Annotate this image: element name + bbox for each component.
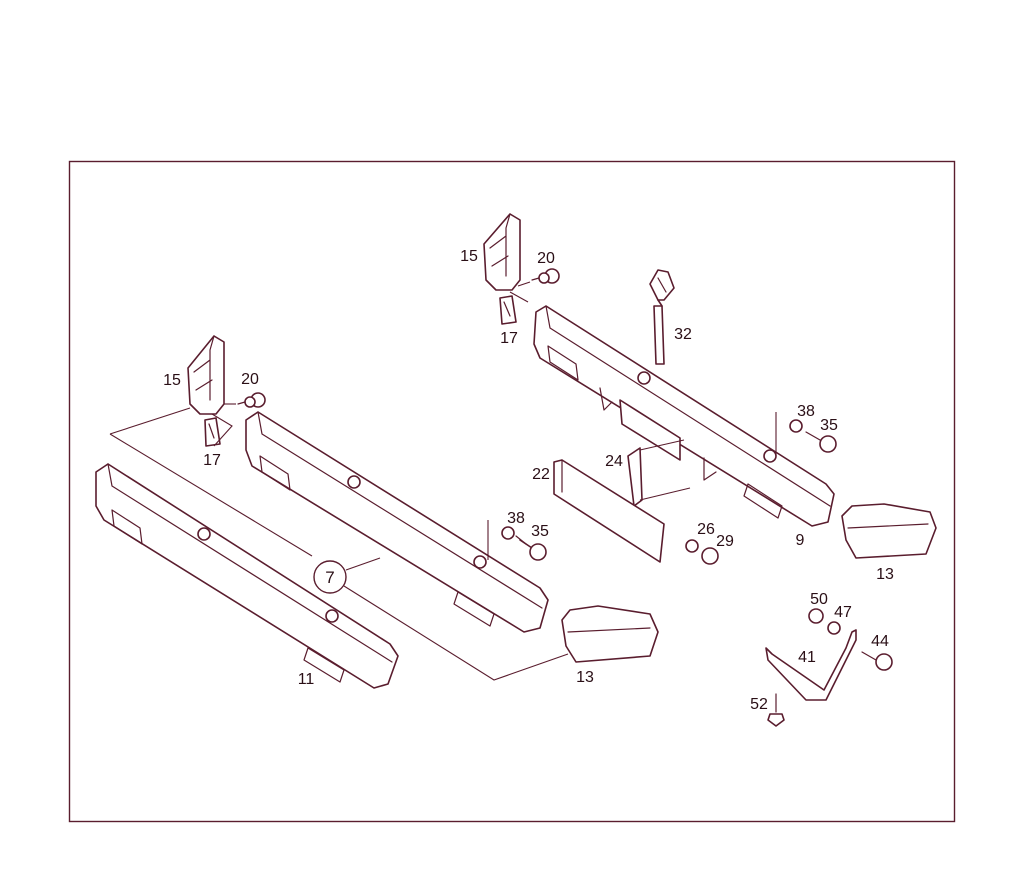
label-17-right: 17 [500, 330, 518, 347]
label-15-left: 15 [163, 372, 181, 389]
screw-52 [767, 693, 785, 727]
label-15-right: 15 [460, 248, 478, 265]
bumper-9 [533, 305, 835, 527]
label-26: 26 [697, 521, 715, 538]
bumper-11 [95, 463, 399, 689]
bolt-35-right [805, 431, 837, 453]
bolt-20-left [224, 392, 266, 408]
label-35-right: 35 [820, 417, 838, 434]
bumper-middle [245, 411, 549, 633]
label-24: 24 [605, 453, 623, 470]
bolt-35-left [515, 535, 547, 561]
washer-47 [827, 621, 841, 635]
bracket-24 [627, 439, 691, 507]
end-cap-13-right [841, 503, 937, 559]
nut-50 [808, 608, 824, 624]
label-17-left: 17 [203, 452, 221, 469]
label-38-right: 38 [797, 403, 815, 420]
clip-17-left [204, 417, 221, 447]
label-20-left: 20 [241, 371, 259, 388]
callout-7: 7 [313, 557, 569, 681]
label-13-left: 13 [576, 669, 594, 686]
label-22: 22 [532, 466, 550, 483]
mud-flap-41 [765, 629, 857, 701]
washer-38-left [501, 526, 515, 540]
washer-26 [685, 539, 699, 553]
label-41: 41 [798, 649, 816, 666]
label-13-right: 13 [876, 566, 894, 583]
bracket-15-right [483, 213, 521, 291]
label-52: 52 [750, 696, 768, 713]
label-38-left: 38 [507, 510, 525, 527]
label-50: 50 [810, 591, 828, 608]
end-cap-13-left [561, 605, 659, 663]
tow-hook-32 [649, 269, 675, 365]
label-29: 29 [716, 533, 734, 550]
label-35-left: 35 [531, 523, 549, 540]
bolt-20-right [517, 268, 560, 287]
callout-7-text: 7 [325, 568, 334, 587]
bolt-44 [861, 651, 893, 671]
label-47: 47 [834, 604, 852, 621]
washer-38-right [789, 419, 803, 433]
label-44: 44 [871, 633, 889, 650]
diagram-frame [68, 160, 956, 823]
bracket-15-left [187, 335, 225, 415]
plate-22 [553, 459, 665, 563]
clip-17-right [499, 291, 529, 325]
label-11: 11 [298, 671, 315, 688]
label-9: 9 [796, 532, 805, 549]
nut-29 [701, 547, 719, 565]
label-20-right: 20 [537, 250, 555, 267]
label-32: 32 [674, 326, 692, 343]
